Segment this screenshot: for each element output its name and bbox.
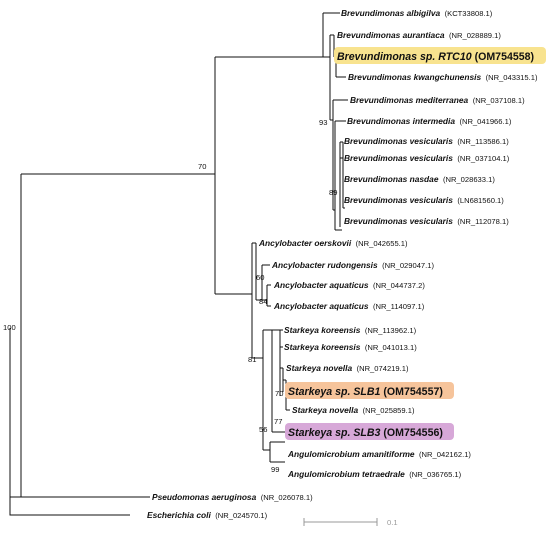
scale-bar-label: 0.1 <box>387 518 398 527</box>
taxon-t13: Ancylobacter rudongensis (NR_029047.1) <box>271 255 434 272</box>
taxon-t6: Brevundimonas intermedia (NR_041966.1) <box>347 111 512 128</box>
taxon-t15: Ancylobacter aquaticus (NR_114097.1) <box>273 296 425 313</box>
bootstrap-label: 93 <box>319 118 327 127</box>
highlight-slb3 <box>285 423 454 440</box>
taxon-t3: Brevundimonas sp. RTC10 (OM754558) <box>337 51 534 63</box>
bootstrap-label: 89 <box>329 188 337 197</box>
bootstrap-label: 100 <box>3 323 16 332</box>
bootstrap-label: 60 <box>256 273 264 282</box>
taxon-t8: Brevundimonas vesicularis (NR_037104.1) <box>344 148 510 165</box>
bootstrap-label: 77 <box>274 417 282 426</box>
taxon-t14: Ancylobacter aquaticus (NR_044737.2) <box>273 275 425 292</box>
taxon-t5: Brevundimonas mediterranea (NR_037108.1) <box>350 90 525 107</box>
bootstrap-label: 84 <box>259 297 267 306</box>
taxon-t24: Pseudomonas aeruginosa (NR_026078.1) <box>152 487 313 504</box>
taxon-t9: Brevundimonas nasdae (NR_028633.1) <box>344 169 495 186</box>
taxon-t25: Escherichia coli (NR_024570.1) <box>147 505 268 522</box>
taxon-t10: Brevundimonas vesicularis (LN681560.1) <box>344 190 504 207</box>
highlight-slb1 <box>285 382 454 399</box>
taxon-t2: Brevundimonas aurantiaca (NR_028889.1) <box>337 25 501 42</box>
taxon-t12: Ancylobacter oerskovii (NR_042655.1) <box>258 233 408 250</box>
taxon-t4: Brevundimonas kwangchunensis (NR_043315.… <box>348 67 538 84</box>
taxon-t22: Angulomicrobium amanitiforme (NR_042162.… <box>287 444 471 461</box>
taxon-t21: Starkeya sp. SLB3 (OM754556) <box>288 427 443 439</box>
taxon-t20: Starkeya novella (NR_025859.1) <box>292 400 415 417</box>
taxon-t17: Starkeya koreensis (NR_041013.1) <box>284 337 417 354</box>
taxon-t1: Brevundimonas albigilva (KCT33808.1) <box>341 3 493 20</box>
taxon-labels: Brevundimonas albigilva (KCT33808.1) Bre… <box>147 3 538 522</box>
bootstrap-label: 70 <box>275 389 283 398</box>
bootstrap-label: 70 <box>198 162 206 171</box>
bootstrap-label: 99 <box>271 465 279 474</box>
taxon-t11: Brevundimonas vesicularis (NR_112078.1) <box>344 211 509 228</box>
taxon-t18: Starkeya novella (NR_074219.1) <box>286 358 409 375</box>
taxon-t23: Angulomicrobium tetraedrale (NR_036765.1… <box>287 464 462 481</box>
taxon-t16: Starkeya koreensis (NR_113962.1) <box>284 320 417 337</box>
taxon-t7: Brevundimonas vesicularis (NR_113586.1) <box>344 131 509 148</box>
bootstrap-label: 81 <box>248 355 256 364</box>
tree-branches <box>9 12 348 516</box>
taxon-t19: Starkeya sp. SLB1 (OM754557) <box>288 386 443 398</box>
bootstrap-label: 56 <box>259 425 267 434</box>
highlight-rtc10 <box>334 47 546 64</box>
scale-bar: 0.1 <box>303 518 398 527</box>
bootstrap-values: 100 70 93 89 60 84 81 70 77 56 99 <box>3 118 337 474</box>
